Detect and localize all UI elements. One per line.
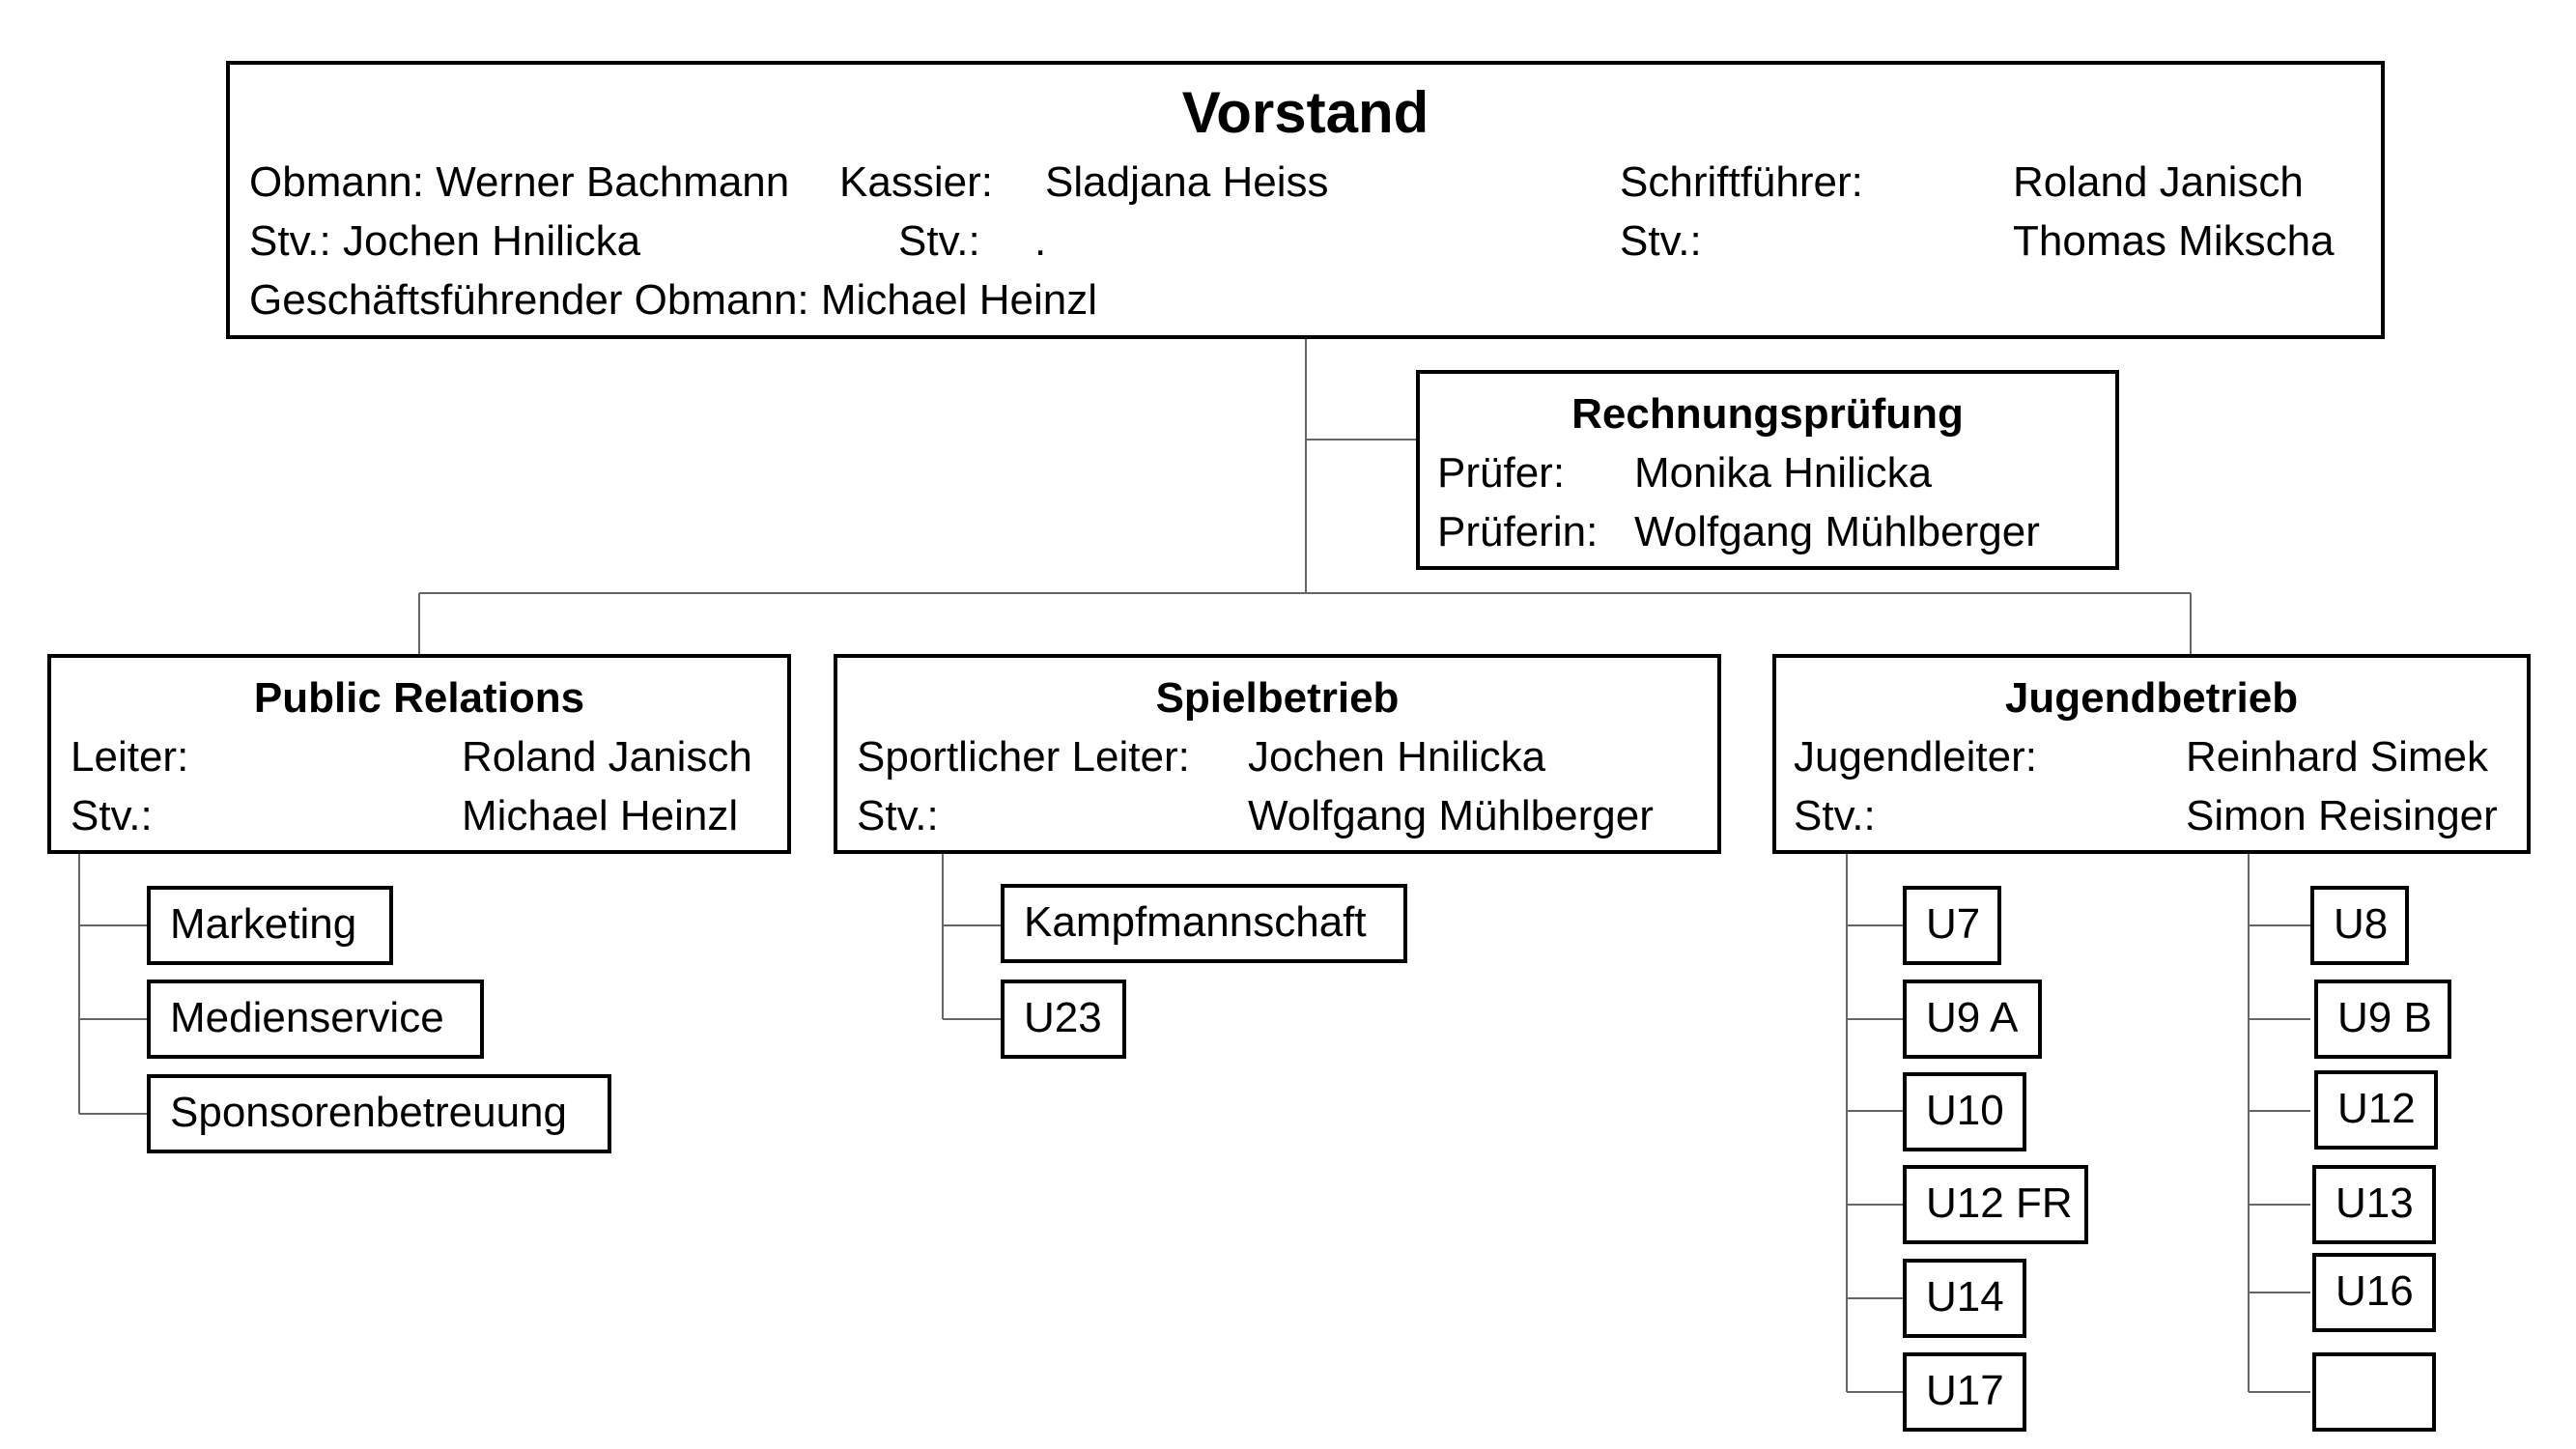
vorstand-gf: Geschäftsführender Obmann: Michael Heinz…: [249, 276, 1097, 324]
pr-r1-label: Leiter:: [71, 733, 189, 781]
jugend-left-item-box: U17: [1903, 1352, 2026, 1432]
jugend-right-item-label: U12: [2337, 1085, 2416, 1132]
jugend-left-item-box: U7: [1903, 886, 2001, 965]
pr-title: Public Relations: [253, 674, 585, 722]
jugend-left-item-label: U17: [1926, 1367, 2004, 1414]
rechnungspruefung-r2-name: Wolfgang Mühlberger: [1634, 508, 2040, 555]
spiel-item-box: Kampfmannschaft: [1001, 884, 1407, 963]
jugend-left-item-box: U12 FR: [1903, 1165, 2088, 1244]
jugend-right-item-box: U8: [2310, 886, 2409, 965]
pr-item-label: Sponsorenbetreuung: [170, 1089, 567, 1136]
vorstand-stv2-name: .: [1034, 217, 1047, 265]
jugendbetrieb-r1-label: Jugendleiter:: [1794, 733, 2037, 781]
vorstand-stv3-label: Stv.:: [1620, 217, 1702, 265]
jugend-right-item-label: U16: [2335, 1267, 2414, 1315]
rechnungspruefung-title: Rechnungsprüfung: [1571, 390, 1964, 438]
rechnungspruefung-r1-name: Monika Hnilicka: [1634, 449, 1933, 497]
rechnungspruefung-box: Rechnungsprüfung Prüfer: Monika Hnilicka…: [1416, 370, 2119, 570]
pr-item-box: Medienservice: [147, 980, 484, 1059]
vorstand-kassier-name: Sladjana Heiss: [1045, 158, 1329, 206]
jugend-left-item-label: U14: [1926, 1273, 2004, 1321]
jugend-right-item-box: U16: [2312, 1253, 2436, 1332]
pr-r2-name: Michael Heinzl: [462, 792, 739, 839]
jugendbetrieb-title: Jugendbetrieb: [2004, 674, 2299, 722]
spiel-item-label: Kampfmannschaft: [1024, 898, 1367, 946]
jugend-right-item-label: U13: [2335, 1179, 2414, 1227]
jugend-right-item-box: U13: [2312, 1165, 2436, 1244]
spielbetrieb-r1-label: Sportlicher Leiter:: [857, 733, 1190, 781]
jugend-left-item-label: U9 A: [1926, 994, 2019, 1041]
jugend-left-item-box: U9 A: [1903, 980, 2042, 1059]
jugendbetrieb-r1-name: Reinhard Simek: [2186, 733, 2489, 781]
vorstand-stv1: Stv.: Jochen Hnilicka: [249, 217, 641, 265]
rechnungspruefung-r1-label: Prüfer:: [1437, 449, 1566, 497]
pr-r2-label: Stv.:: [71, 792, 153, 839]
spielbetrieb-r2-name: Wolfgang Mühlberger: [1248, 792, 1654, 839]
vorstand-stv2-label: Stv.:: [898, 217, 980, 265]
vorstand-obmann: Obmann: Werner Bachmann: [249, 158, 790, 206]
spiel-item-label: U23: [1024, 994, 1102, 1041]
pr-r1-name: Roland Janisch: [462, 733, 752, 781]
spielbetrieb-r1-name: Jochen Hnilicka: [1248, 733, 1546, 781]
vorstand-title: Vorstand: [1181, 80, 1430, 145]
spielbetrieb-box: Spielbetrieb Sportlicher Leiter: Jochen …: [834, 654, 1721, 854]
jugend-left-item-label: U7: [1926, 900, 1981, 948]
jugend-left-item-label: U10: [1926, 1087, 2004, 1134]
jugend-right-item-box: U9 B: [2314, 980, 2451, 1059]
spielbetrieb-title: Spielbetrieb: [1155, 674, 1400, 722]
vorstand-schrift-label: Schriftführer:: [1620, 158, 1863, 206]
rechnungspruefung-r2-label: Prüferin:: [1437, 508, 1599, 555]
jugendbetrieb-r2-name: Simon Reisinger: [2186, 792, 2498, 839]
jugend-right-item-label: U8: [2334, 900, 2389, 948]
spielbetrieb-r2-label: Stv.:: [857, 792, 939, 839]
jugend-left-item-box: U10: [1903, 1072, 2026, 1151]
vorstand-schrift-name: Roland Janisch: [2013, 158, 2304, 206]
pr-item-label: Marketing: [170, 900, 357, 948]
jugend-left-item-label: U12 FR: [1926, 1179, 2073, 1227]
vorstand-kassier-label: Kassier:: [839, 158, 993, 206]
pr-box: Public Relations Leiter: Roland Janisch …: [47, 654, 791, 854]
jugendbetrieb-box: Jugendbetrieb Jugendleiter: Reinhard Sim…: [1772, 654, 2531, 854]
pr-item-box: Marketing: [147, 886, 393, 965]
jugendbetrieb-r2-label: Stv.:: [1794, 792, 1876, 839]
pr-item-label: Medienservice: [170, 994, 444, 1041]
jugend-left-item-box: U14: [1903, 1259, 2026, 1338]
jugend-right-item-label: U9 B: [2337, 994, 2432, 1041]
vorstand-box: Vorstand Obmann: Werner Bachmann Kassier…: [226, 61, 2385, 339]
vorstand-stv3-name: Thomas Mikscha: [2013, 217, 2335, 265]
spiel-item-box: U23: [1001, 980, 1126, 1059]
pr-item-box: Sponsorenbetreuung: [147, 1074, 611, 1153]
jugend-right-item-box-empty: [2312, 1352, 2436, 1432]
jugend-right-item-box: U12: [2314, 1070, 2438, 1150]
